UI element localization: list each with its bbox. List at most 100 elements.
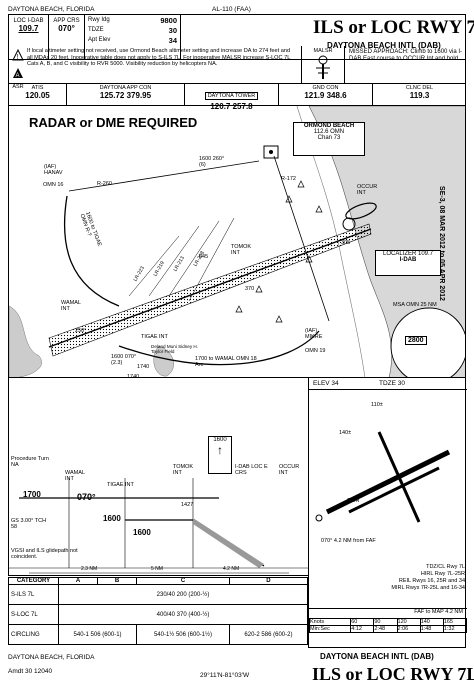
hanav-fix: (IAF) HANAV: [44, 164, 63, 176]
mirl-lighting: MIRL Rwys 7R-25L and 16-34: [391, 585, 465, 591]
r260-label: R-260: [97, 181, 112, 187]
briefing-strip: LOC I-DAB 109.7 APP CRS 070° Rwy Idg 980…: [8, 14, 474, 60]
deland-airport: Deland Muni Sidney H. Taylor Field: [151, 344, 198, 354]
procedure-a-icon: A: [13, 68, 23, 79]
city-state: DAYTONA BEACH, FLORIDA: [8, 6, 95, 13]
hirl-lighting: HIRL Rwy 7L-25R: [420, 571, 465, 577]
malsr-lighting-icon: [316, 55, 330, 79]
approach-notes: If local altimeter setting not received,…: [27, 48, 291, 68]
tower-label: TWR: [347, 498, 360, 504]
glideslope: GS 3.00° TCH 58: [11, 518, 47, 530]
footer-city: DAYTONA BEACH, FLORIDA: [8, 654, 95, 661]
time-table: Knots 60 90 120 140 165 Min:Sec 4:12 2:4…: [308, 618, 468, 633]
app-crs-cell: APP CRS 070°: [49, 15, 85, 60]
r172-label: R-172: [281, 176, 296, 182]
airport-elev: ELEV 34: [313, 380, 339, 387]
plan-view-map: [9, 106, 465, 377]
tdz-lighting: TDZ/CL Rwy 7L: [426, 564, 465, 570]
localizer-box: LOCALIZER 109.7 I-DAB: [375, 250, 441, 276]
course-250: 250°: [75, 328, 87, 334]
localizer-freq: LOCALIZER 109.7: [382, 251, 434, 257]
altitude-1600a: 1600: [103, 514, 121, 523]
notes-icons: ! A ASR: [11, 48, 25, 90]
table-row: Min:Sec 4:12 2:48 2:06 1:48 1:32: [308, 625, 468, 633]
altitude-1600b: 1600: [133, 528, 151, 537]
notes-strip: ! A ASR If local altimeter setting not r…: [8, 46, 466, 90]
loc-cell: LOC I-DAB 109.7: [9, 15, 49, 60]
tdze-label: TDZE: [88, 27, 104, 33]
holding-altitude-box: 1600 ↑: [208, 436, 232, 474]
footer-title: ILS or LOC RWY 7L: [312, 664, 474, 684]
table-row: Knots 60 90 120 140 165: [308, 618, 468, 626]
freq-value: 119.3: [409, 91, 430, 100]
tigae-fix: TIGAE INT: [141, 334, 168, 340]
radar-required: RADAR or DME REQUIRED: [29, 115, 198, 130]
freq-value: 125.72 379.95: [99, 91, 152, 100]
profile-view: Procedure Turn NA WAMAL INT TIGAE INT TO…: [8, 378, 309, 576]
distance-3: 4.2 NM: [223, 566, 240, 572]
lighting-notes: TDZ/CL Rwy 7L HIRL Rwy 7L-25R REIL Rwys …: [369, 564, 465, 592]
obstacle-110: 110±: [371, 402, 383, 408]
faf-note: 070° 4.2 NM from FAF: [321, 538, 376, 544]
app-crs: 070°: [58, 24, 75, 33]
ormond-beach-box: ORMOND BEACH 112.6 OMN Chan 73: [293, 122, 365, 156]
freq-label: DAYTONA APP CON: [99, 85, 152, 91]
mikre-fix: (IAF) MIKRE: [305, 328, 323, 340]
elev-strip: ELEV 34 TDZE 30: [309, 378, 467, 390]
malsr-label: MALSR: [313, 48, 333, 54]
obstacle-645: 645: [199, 254, 209, 260]
hold-altitude: 1600: [213, 437, 227, 443]
altitude-1700: 1700: [23, 490, 41, 499]
obstacle-370: 370: [245, 286, 255, 292]
ormond-name: ORMOND BEACH: [303, 123, 355, 129]
obstacle-140: 140±: [339, 430, 352, 436]
footer-airport: DAYTONA BEACH INTL (DAB): [320, 652, 434, 661]
distance-1: 2.3 NM: [81, 566, 98, 572]
reil-lighting: REIL Rwys 16, 25R and 34: [398, 578, 465, 584]
malsr-cell: MALSR: [301, 46, 345, 83]
msa-label: MSA OMN 25 NM: [393, 302, 437, 308]
final-approach-course: [48, 223, 372, 357]
loc-label: LOC I-DAB: [13, 18, 44, 24]
footer-coords: 29°11'N-81°03'W: [200, 672, 250, 679]
localizer-ident: I-DAB: [399, 257, 417, 263]
occur-fix: OCCUR INT: [357, 184, 378, 196]
distance-2: 5 NM: [151, 566, 163, 572]
msa-circle: [390, 307, 465, 377]
table-row: CATEGORY A B C D: [8, 577, 309, 585]
ormond-vortac-icon: [263, 145, 279, 159]
freq-value: 120.7 257.8: [210, 102, 253, 111]
missed-approach: MISSED APPROACH: Climb to 1600 via I-DAB…: [349, 49, 463, 62]
altitude-1427: 1427: [181, 502, 194, 508]
freq-value: 121.9 348.6: [304, 91, 347, 100]
runway-info-cell: Rwy Idg 9800 TDZE 30 Apt Elev 34: [85, 15, 181, 60]
airport-diagram-panel: ELEV 34 TDZE 30 110± 140± TWR 070° 4.2 N…: [308, 378, 468, 648]
procedure-number: AL-110 (FAA): [212, 6, 251, 13]
msa-altitude: 2800: [405, 336, 427, 345]
procedure-turn-na: Procedure Turn NA: [11, 456, 49, 468]
profile-diagram: [9, 478, 309, 574]
airport-name: DAYTONA BEACH INTL (DAB): [327, 41, 441, 50]
freq-label: ATIS: [31, 85, 44, 91]
course-070: 070°: [77, 492, 96, 502]
freq-label: GND CON: [312, 85, 339, 91]
warning-triangle-icon: !: [12, 48, 24, 61]
side-date-right: SE-3, 08 MAR 2012 to 05 APR 2012: [437, 186, 445, 301]
obstacle-1740a: 1740: [137, 364, 150, 370]
obstacle-1740b: 1740: [127, 374, 140, 378]
plan-view: RADAR or DME REQUIRED ORMOND BEACH 112.6…: [8, 106, 466, 378]
airport-tdze: TDZE 30: [379, 380, 406, 387]
profile-occur: OCCUR INT: [279, 464, 300, 476]
profile-wamal: WAMAL INT: [65, 470, 85, 482]
rwy-ldg-label: Rwy Idg: [88, 17, 110, 23]
svg-text:!: !: [17, 54, 19, 61]
profile-idab-loc: I-DAB LOC E CRS: [235, 464, 268, 476]
svg-text:A: A: [16, 73, 20, 79]
wamal-fix: WAMAL INT: [61, 300, 81, 312]
